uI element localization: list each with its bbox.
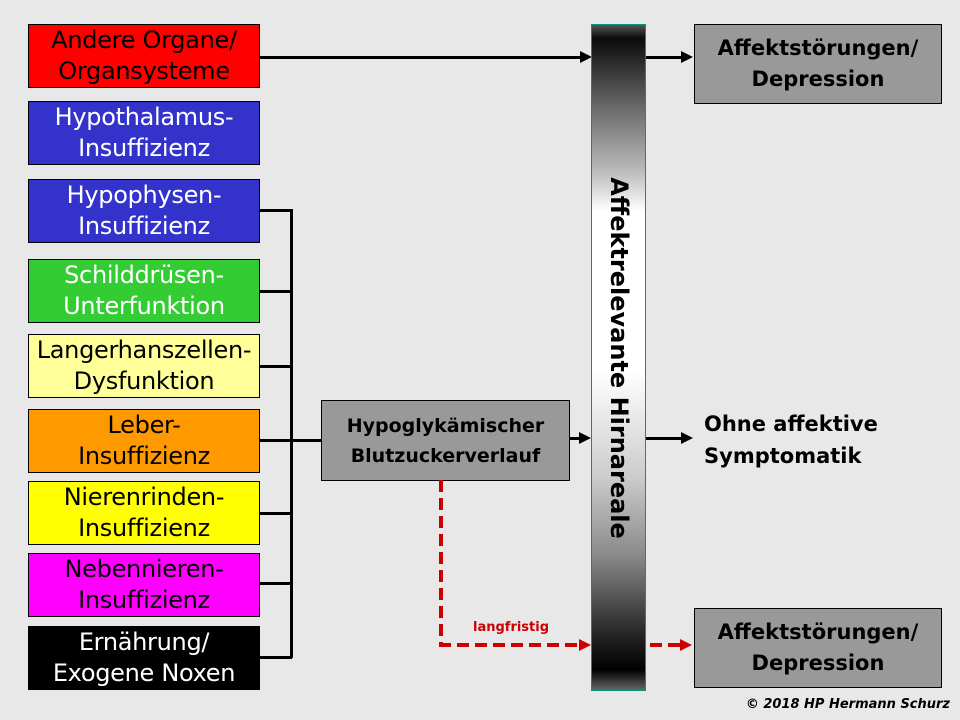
hypoglycemic-box: Hypoglykämischer Blutzuckerverlauf [321,400,570,481]
outcome-no-symptoms: Ohne affektive Symptomatik [704,412,878,468]
brain-areas-label: Affektrelevante Hirnareale [604,176,633,539]
connector [260,209,292,212]
connector [646,56,682,59]
cause-hypophysis: Hypophysen- Insuffizienz [28,179,260,243]
connector-bus [290,209,293,658]
connector [646,437,682,440]
arrow-head [681,432,693,444]
cause-other-organs: Andere Organe/ Organsysteme [28,24,260,88]
connector [260,512,292,515]
arrow-head [680,639,692,651]
long-term-label: langfristig [473,620,550,635]
connector [260,656,292,659]
connector-top [260,56,580,59]
connector [260,365,292,368]
dashed-connector [439,480,443,647]
copyright: © 2018 HP Hermann Schurz [745,697,950,712]
outcome-depression-bottom: Affektstörungen/ Depression [694,608,942,688]
dashed-connector [650,643,680,647]
cause-hypothalamus: Hypothalamus- Insuffizienz [28,101,260,165]
connector [569,437,581,440]
cause-adrenal: Nebennieren- Insuffizienz [28,553,260,617]
arrow-head [580,51,592,63]
cause-adrenal-cortex: Nierenrinden- Insuffizienz [28,481,260,545]
arrow-head [681,51,693,63]
arrow-head [579,639,591,651]
connector [260,290,292,293]
dashed-connector [439,643,579,647]
brain-areas-bar: Affektrelevante Hirnareale [591,24,646,691]
cause-liver: Leber- Insuffizienz [28,409,260,473]
connector [260,439,322,442]
cause-nutrition: Ernährung/ Exogene Noxen [28,626,260,690]
connector [260,582,292,585]
arrow-head [579,432,591,444]
cause-thyroid: Schilddrüsen- Unterfunktion [28,259,260,323]
cause-langerhans: Langerhanszellen- Dysfunktion [28,334,260,398]
outcome-depression-top: Affektstörungen/ Depression [694,24,942,104]
